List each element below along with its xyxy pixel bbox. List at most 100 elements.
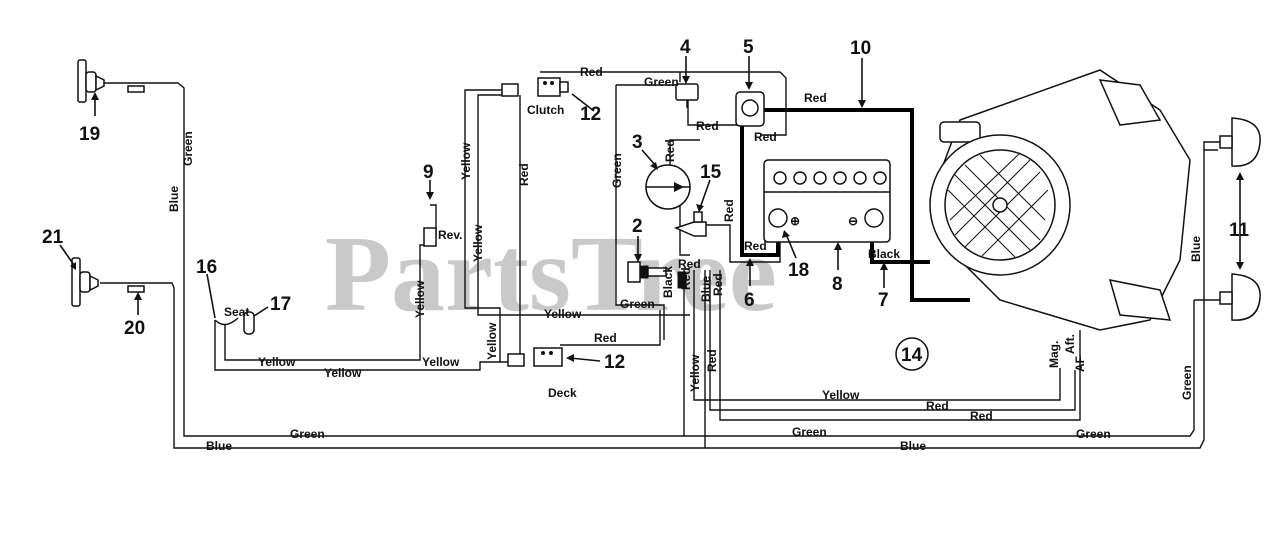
wire-red-top — [540, 71, 787, 136]
wire-red-solenoid — [700, 224, 760, 263]
wire-red-aft — [709, 270, 1076, 411]
rear-light-upper — [1219, 117, 1261, 167]
wire-label: Green — [1180, 365, 1194, 400]
wire-label: Red — [517, 163, 531, 186]
wire-label: Red — [970, 409, 993, 423]
engine-callout-ring — [895, 337, 929, 371]
engine-14 — [929, 69, 1191, 331]
callout-21: 21 — [42, 227, 64, 248]
wire-yellow-center — [477, 94, 690, 316]
wire-harness — [100, 71, 1230, 449]
rear-light-lower — [1219, 273, 1261, 321]
deck-connector — [507, 347, 563, 367]
wire-label: Red — [804, 91, 827, 105]
wire-label: Red — [580, 65, 603, 79]
wire-label: Yellow — [544, 307, 582, 321]
wire-label: Red — [678, 257, 701, 271]
wire-label: Yellow — [485, 322, 499, 360]
wire-red-ammeter2 — [679, 195, 690, 256]
wire-blue-left — [100, 282, 705, 449]
label-seat: Seat — [224, 305, 249, 319]
callout-12-deck: 12 — [604, 352, 625, 373]
connector-20 — [127, 285, 145, 293]
callout-9: 9 — [423, 162, 434, 183]
wire-label: Red — [594, 331, 617, 345]
callout-15: 15 — [700, 162, 722, 183]
wire-label: Red — [679, 267, 693, 290]
wire-label: Blue — [206, 439, 232, 453]
wire-label: Blue — [699, 276, 713, 302]
wire-label: Red — [696, 119, 719, 133]
wire-label: Blue — [900, 439, 926, 453]
callout-20: 20 — [124, 318, 145, 339]
wire-label: Red — [744, 239, 767, 253]
label-clutch: Clutch — [527, 103, 564, 117]
headlight-19 — [77, 59, 105, 103]
wire-label: Green — [610, 153, 624, 188]
wire-label: Yellow — [413, 280, 427, 318]
black-connector — [677, 271, 687, 289]
wire-label: Red — [754, 130, 777, 144]
wire-blue-right — [705, 149, 1218, 449]
reverse-switch — [423, 227, 437, 247]
label-deck: Deck — [548, 386, 577, 400]
wire-label: Yellow — [688, 354, 702, 392]
wire-red-deck — [560, 310, 661, 346]
switch-2 — [627, 261, 667, 283]
wire-label: Blue — [1189, 236, 1203, 262]
wire-label: Green — [1076, 427, 1111, 441]
callout-8: 8 — [832, 274, 843, 295]
wire-label: Black — [661, 266, 675, 298]
connector-19 — [127, 85, 145, 93]
battery-plus: ⊕ — [790, 214, 800, 228]
wire-label: Green — [181, 131, 195, 166]
callout-11: 11 — [1229, 220, 1250, 241]
headlight-21 — [71, 257, 99, 307]
battery-minus: ⊖ — [848, 214, 858, 228]
wire-green-left — [100, 82, 684, 437]
label-aft: Aft. — [1063, 334, 1077, 354]
fuse-holder-4 — [675, 83, 699, 108]
ammeter-3 — [645, 164, 691, 210]
callout-12-clutch: 12 — [580, 104, 601, 125]
cable-red-starter — [748, 108, 970, 302]
callout-16: 16 — [196, 257, 217, 278]
wire-label: Green — [620, 297, 655, 311]
callout-3: 3 — [632, 132, 643, 153]
callout-17: 17 — [270, 294, 291, 315]
label-af: AF — [1073, 356, 1087, 372]
wire-red-key — [687, 100, 740, 126]
callout-7: 7 — [878, 290, 889, 311]
label-mag: Mag. — [1047, 341, 1061, 368]
wire-label: Yellow — [459, 142, 473, 180]
callout-6: 6 — [744, 290, 755, 311]
wire-label: Yellow — [422, 355, 460, 369]
seat-switch — [214, 311, 255, 335]
wire-label: Black — [868, 247, 900, 261]
callout-2: 2 — [632, 216, 643, 237]
wire-yellow-mag — [693, 270, 1061, 401]
callout-numbers: 19 21 20 16 17 9 12 12 4 5 10 3 2 15 6 1… — [42, 37, 1250, 373]
wire-label: Blue — [167, 186, 181, 212]
callout-5: 5 — [743, 37, 754, 58]
callout-4: 4 — [680, 37, 691, 58]
battery-8: ⊕ ⊖ — [763, 159, 891, 243]
callout-14: 14 — [901, 345, 923, 366]
wire-label: Yellow — [258, 355, 296, 369]
wire-red-af — [719, 270, 1081, 421]
callout-arrows — [59, 56, 1244, 362]
switch-15 — [673, 211, 707, 237]
wire-label: Red — [663, 139, 677, 162]
wire-green-right — [684, 300, 1195, 437]
wire-label: Red — [722, 199, 736, 222]
wire-label: Green — [290, 427, 325, 441]
wire-label: Red — [705, 349, 719, 372]
wire-label: Yellow — [822, 388, 860, 402]
callout-18: 18 — [788, 260, 809, 281]
callout-10: 10 — [850, 38, 871, 59]
wire-label: Yellow — [324, 366, 362, 380]
wire-label: Green — [644, 75, 679, 89]
wire-red-ammeter — [669, 139, 700, 165]
wire-label: Red — [711, 273, 725, 296]
